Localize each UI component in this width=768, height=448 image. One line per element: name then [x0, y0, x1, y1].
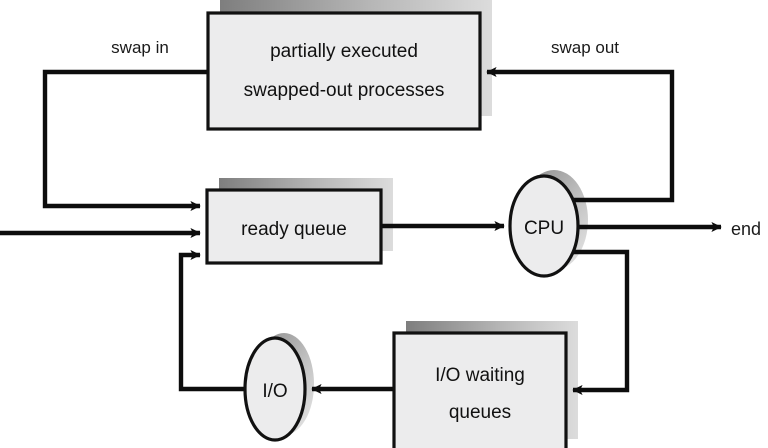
cpu-ellipse[interactable] — [508, 174, 580, 278]
io-waiting-queues-label-line2: queues — [449, 402, 511, 423]
io-waiting-queues-label-line1: I/O waiting — [435, 365, 525, 386]
edges — [0, 66, 722, 396]
swap-out-label: swap out — [551, 38, 619, 57]
swapped-processes-box[interactable] — [206, 11, 482, 131]
io-request-edge — [570, 249, 630, 396]
node-io-waiting-queues[interactable]: I/O waiting queues — [392, 331, 568, 448]
ready-queue-box[interactable] — [205, 188, 383, 265]
node-swapped-processes[interactable]: partially executed swapped-out processes — [206, 11, 482, 131]
node-io[interactable]: I/O — [243, 336, 307, 442]
edge-labels: swap in swap out end — [111, 38, 761, 239]
end-label: end — [731, 219, 761, 239]
nodes: partially executed swapped-out processes… — [205, 11, 580, 448]
swap-in-edge — [42, 69, 208, 212]
io-label: I/O — [262, 381, 287, 402]
io-return-edge — [178, 249, 248, 392]
node-cpu[interactable]: CPU — [508, 174, 580, 278]
node-ready-queue[interactable]: ready queue — [205, 188, 383, 265]
io-ellipse[interactable] — [243, 336, 307, 442]
swap-out-edge — [486, 66, 675, 203]
swapped-processes-label-line2: swapped-out processes — [244, 80, 445, 101]
io-waiting-queues-box[interactable] — [392, 331, 568, 448]
swapped-processes-label-line1: partially executed — [270, 41, 418, 62]
cpu-label: CPU — [524, 218, 564, 239]
swap-in-label: swap in — [111, 38, 169, 57]
ready-queue-label: ready queue — [241, 219, 347, 240]
